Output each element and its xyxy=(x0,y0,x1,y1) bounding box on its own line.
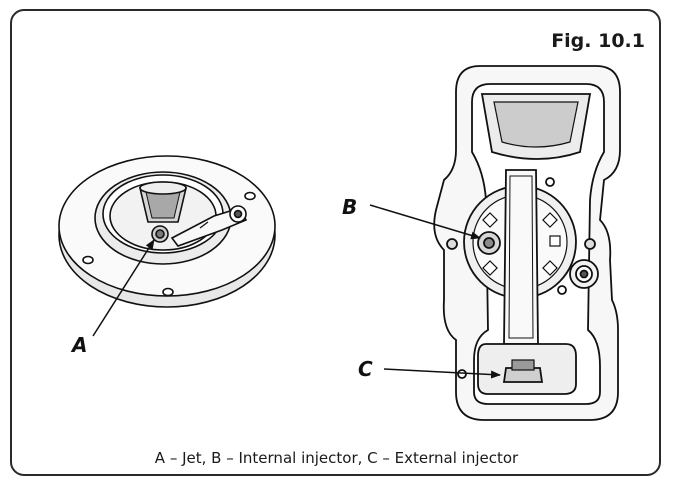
figure-caption: A – Jet, B – Internal injector, C – Exte… xyxy=(154,449,519,467)
thermocouple-arm xyxy=(170,207,248,247)
callout-b: B xyxy=(342,195,357,219)
figure-label: Fig. 10.1 xyxy=(551,30,645,52)
mounting-hole xyxy=(162,287,174,297)
screw xyxy=(545,177,555,187)
screw xyxy=(584,238,596,250)
mounting-hole xyxy=(82,255,94,265)
callout-a: A xyxy=(70,333,87,357)
leader-b xyxy=(369,204,481,240)
hob-underside xyxy=(433,65,621,421)
burner-assembly xyxy=(58,155,276,308)
screw xyxy=(446,238,458,250)
callout-c: C xyxy=(358,357,373,381)
leader-a xyxy=(92,239,155,337)
leader-c xyxy=(383,368,501,379)
figure-frame xyxy=(10,9,661,476)
screw xyxy=(557,285,567,295)
mounting-hole xyxy=(244,191,256,201)
screw xyxy=(457,369,467,379)
